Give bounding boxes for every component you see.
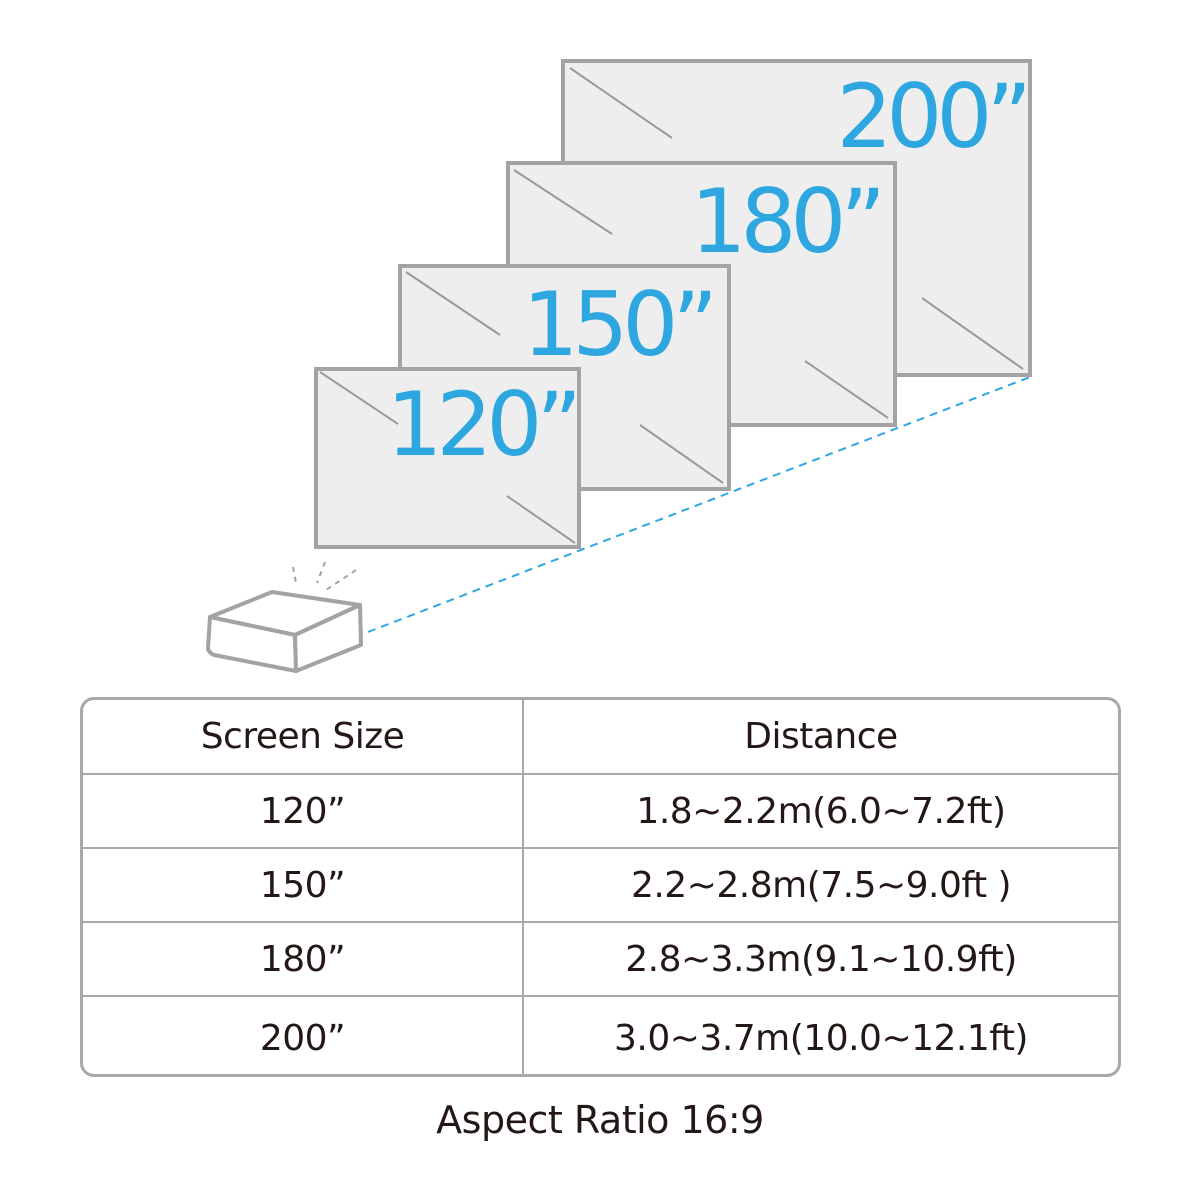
light-rays-icon — [292, 561, 357, 591]
cell-size: 150” — [83, 849, 524, 921]
table-row: 120” 1.8~2.2m(6.0~7.2ft) — [83, 775, 1118, 849]
cell-size: 180” — [83, 923, 524, 995]
table-header-row: Screen Size Distance — [83, 700, 1118, 775]
header-screen-size: Screen Size — [83, 700, 524, 773]
table-row: 200” 3.0~3.7m(10.0~12.1ft) — [83, 997, 1118, 1074]
cell-distance: 2.2~2.8m(7.5~9.0ft ) — [630, 864, 1012, 906]
screen-size-diagram: 200” 180” 150” 120” — [206, 59, 1032, 673]
distance-table: Screen Size Distance 120” 1.8~2.2m(6.0~7… — [80, 697, 1121, 1077]
projector-icon — [206, 590, 363, 673]
screen-label-200: 200” — [836, 65, 1026, 168]
cell-size: 120” — [83, 775, 524, 847]
aspect-ratio-note: Aspect Ratio 16:9 — [436, 1098, 764, 1142]
projection-line — [367, 376, 1031, 633]
screen-120: 120” — [314, 367, 582, 549]
cell-distance: 1.8~2.2m(6.0~7.2ft) — [636, 790, 1006, 832]
header-distance: Distance — [744, 716, 898, 757]
cell-distance: 3.0~3.7m(10.0~12.1ft) — [614, 1017, 1028, 1059]
screen-label-180: 180” — [690, 170, 880, 273]
cell-size: 200” — [83, 997, 524, 1074]
screen-label-120: 120” — [386, 373, 576, 476]
cell-distance: 2.8~3.3m(9.1~10.9ft) — [625, 938, 1017, 980]
table-row: 150” 2.2~2.8m(7.5~9.0ft ) — [83, 849, 1118, 923]
table-row: 180” 2.8~3.3m(9.1~10.9ft) — [83, 923, 1118, 997]
screen-label-150: 150” — [522, 273, 712, 376]
